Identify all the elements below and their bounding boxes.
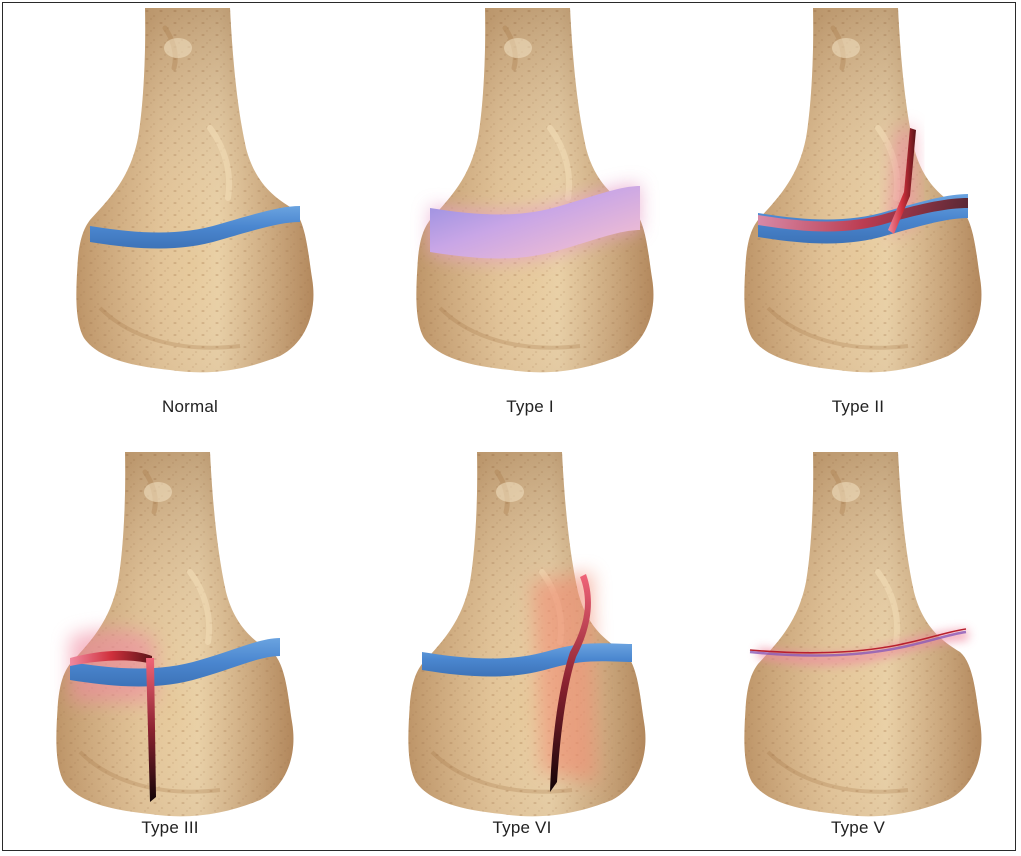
panel-caption-type1: Type I	[410, 397, 650, 417]
panel-normal	[60, 8, 320, 388]
panel-type4	[392, 452, 652, 832]
bone-illustration-type1	[400, 8, 660, 388]
panel-caption-normal: Normal	[70, 397, 310, 417]
panel-caption-type2: Type II	[738, 397, 978, 417]
bone-illustration-type4	[392, 452, 652, 832]
bone-illustration-type5	[728, 452, 988, 832]
panel-type1	[400, 8, 660, 388]
bone	[408, 452, 645, 816]
bone-illustration-type3	[40, 452, 300, 832]
bone-illustration-type2	[728, 8, 988, 388]
panel-type3	[40, 452, 300, 832]
panel-caption-type3: Type III	[50, 818, 290, 838]
bone	[744, 8, 981, 372]
bone	[76, 8, 313, 372]
panel-caption-type4: Type VI	[402, 818, 642, 838]
panel-caption-type5: Type V	[738, 818, 978, 838]
bone-illustration-normal	[60, 8, 320, 388]
panel-type2	[728, 8, 988, 388]
panel-type5	[728, 452, 988, 832]
